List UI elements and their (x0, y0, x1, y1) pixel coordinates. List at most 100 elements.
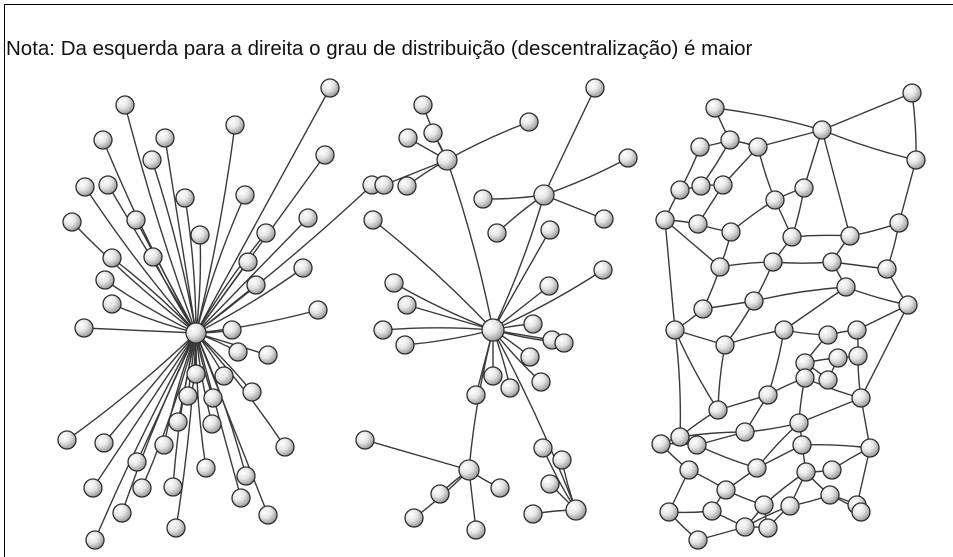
centralized-node (256, 223, 276, 243)
distributed-node (754, 495, 774, 515)
centralized-node (242, 382, 262, 402)
centralized-node (203, 388, 223, 408)
distributed-node (782, 227, 802, 247)
distributed-network (651, 83, 926, 550)
distributed-node (688, 530, 708, 550)
decentralized-link (382, 327, 494, 331)
centralized-link (175, 332, 197, 529)
centralized-node (190, 225, 210, 245)
centralized-node (102, 294, 122, 314)
centralized-node (235, 185, 255, 205)
distributed-node (851, 502, 871, 522)
centralized-node (168, 412, 188, 432)
decentralized-link (492, 269, 604, 331)
decentralized-node (531, 372, 551, 392)
centralized-node (222, 320, 242, 340)
centralized-link (195, 332, 269, 516)
centralized-node (178, 386, 198, 406)
distributed-node (822, 252, 842, 272)
centralized-node (186, 364, 206, 384)
distributed-node (708, 400, 728, 420)
decentralized-link (404, 329, 494, 346)
centralized-node (225, 115, 245, 135)
centralized-node (93, 130, 113, 150)
centralized-node (75, 177, 95, 197)
centralized-node (163, 477, 183, 497)
decentralized-node (533, 184, 555, 206)
centralized-node (320, 78, 340, 98)
distributed-node (818, 325, 838, 345)
distributed-node (735, 517, 755, 537)
centralized-node (127, 452, 147, 472)
centralized-node (142, 150, 162, 170)
centralized-link (163, 332, 197, 446)
centralized-node (132, 478, 152, 498)
distributed-node (716, 480, 736, 500)
decentralized-node (458, 459, 480, 481)
distributed-node (780, 496, 800, 516)
distributed-node (665, 320, 685, 340)
centralized-link (135, 219, 197, 334)
distributed-node (789, 413, 809, 433)
distributed-link (757, 129, 823, 148)
distributed-node (792, 435, 812, 455)
centralized-link (195, 124, 236, 334)
centralized-node (57, 430, 77, 450)
decentralized-node (523, 504, 543, 524)
distributed-link (860, 304, 909, 399)
decentralized-node (594, 209, 614, 229)
centralized-node (258, 345, 278, 365)
distributed-node (795, 368, 815, 388)
centralized-link (121, 332, 197, 514)
distributed-node (820, 485, 840, 505)
centralized-node (275, 437, 295, 457)
decentralized-link (446, 121, 530, 161)
centralized-link (92, 332, 197, 489)
decentralized-node (374, 175, 394, 195)
centralized-link (195, 267, 304, 334)
distributed-node (822, 460, 842, 480)
distributed-node (690, 137, 710, 157)
decentralized-link (492, 229, 551, 331)
centralized-node (95, 270, 115, 290)
centralized-link (124, 104, 197, 334)
distributed-node (794, 178, 814, 198)
distributed-node (655, 210, 675, 230)
decentralized-node (540, 474, 560, 494)
distributed-node (847, 320, 867, 340)
distributed-node (670, 180, 690, 200)
distributed-link (767, 329, 785, 396)
distributed-link (664, 219, 676, 331)
centralized-link (195, 87, 331, 334)
distributed-link (674, 329, 682, 438)
decentralized-node (398, 128, 418, 148)
distributed-node (748, 137, 768, 157)
centralized-node (246, 275, 266, 295)
centralized-node (94, 433, 114, 453)
decentralized-node (552, 450, 572, 470)
centralized-link (195, 332, 286, 448)
decentralized-node (585, 78, 605, 98)
distributed-link (898, 159, 917, 224)
distributed-node (898, 295, 918, 315)
centralized-node (154, 435, 174, 455)
distributed-node (906, 150, 926, 170)
decentralized-link (492, 329, 577, 511)
centralized-link (164, 137, 197, 334)
decentralized-network (355, 78, 638, 540)
centralized-node (185, 322, 207, 344)
decentralized-node (520, 347, 540, 367)
distributed-node (851, 388, 871, 408)
centralized-link (94, 332, 197, 541)
distributed-node (713, 175, 733, 195)
decentralized-node (539, 276, 559, 296)
decentralized-node (481, 318, 505, 342)
distributed-node (735, 422, 755, 442)
centralized-node (175, 188, 195, 208)
decentralized-node (618, 148, 638, 168)
centralized-link (111, 257, 197, 334)
centralized-node (115, 95, 135, 115)
centralized-node (228, 342, 248, 362)
centralized-link (83, 327, 197, 334)
decentralized-node (500, 378, 520, 398)
